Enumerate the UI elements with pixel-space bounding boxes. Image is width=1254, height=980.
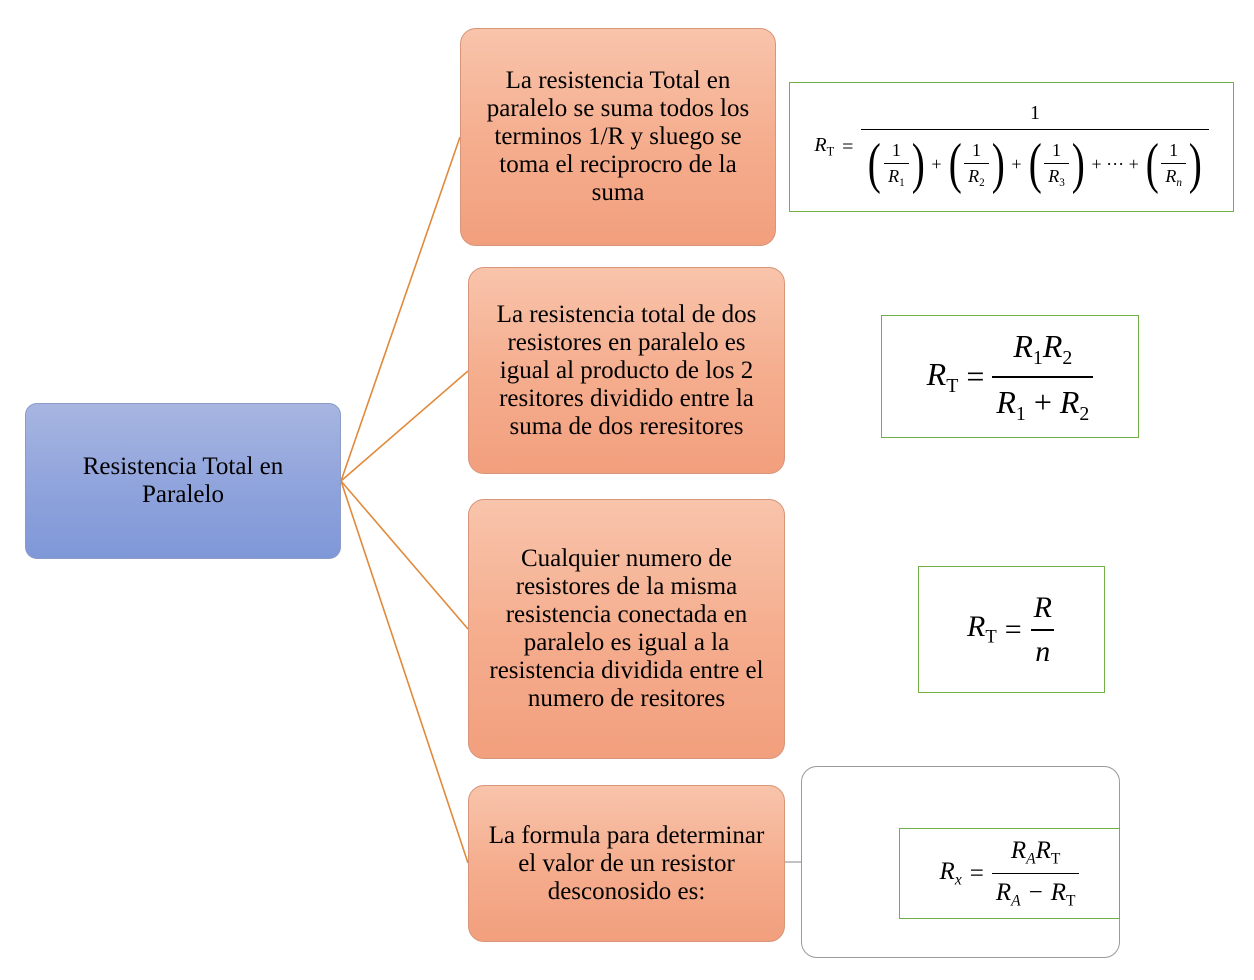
formula-lhs: RT bbox=[926, 355, 959, 397]
branch-text: La resistencia Total en paralelo se suma… bbox=[486, 67, 750, 206]
main-numerator: 1 bbox=[1030, 102, 1041, 124]
branch-node-equal-resistors: Cualquier numero de resistores de la mis… bbox=[468, 499, 785, 759]
branch-text: La formula para determinar el valor de u… bbox=[488, 821, 765, 905]
formula-lhs: RT bbox=[967, 610, 997, 648]
formula-lhs: RT bbox=[814, 134, 835, 159]
connector-root-to-branch-3 bbox=[340, 480, 469, 630]
branch-node-unknown-resistor: La formula para determinar el valor de u… bbox=[468, 785, 785, 942]
unknown-resistor-fraction: RART RA−RT bbox=[991, 837, 1080, 910]
fraction-denominator: n bbox=[1031, 628, 1055, 669]
fraction-numerator: R bbox=[1033, 590, 1052, 624]
formula-expression: Rx = RART RA−RT bbox=[940, 837, 1080, 910]
formula-unknown-resistor: Rx = RART RA−RT bbox=[899, 828, 1120, 919]
branch-text: Cualquier numero de resistores de la mis… bbox=[489, 545, 764, 712]
formula-expression: RT = R n bbox=[967, 591, 1056, 669]
ellipsis-sign: + ··· + bbox=[1091, 153, 1139, 174]
fraction-numerator: R1R2 bbox=[1013, 327, 1073, 369]
root-label: Resistencia Total en Paralelo bbox=[82, 453, 284, 508]
plus-sign: + bbox=[931, 153, 942, 174]
connector-root-to-branch-2 bbox=[340, 370, 469, 482]
plus-sign: + bbox=[1011, 153, 1022, 174]
equals-sign: = bbox=[842, 135, 854, 158]
product-over-sum-fraction: R1R2 R1+R2 bbox=[992, 327, 1094, 426]
connector-root-to-branch-1 bbox=[340, 136, 461, 482]
branch-text: La resistencia total de dos resistores e… bbox=[496, 300, 757, 440]
connector-root-to-branch-4 bbox=[340, 480, 469, 864]
formula-lhs: Rx bbox=[939, 857, 962, 889]
equals-sign: = bbox=[966, 358, 985, 394]
fraction-denominator: RA−RT bbox=[991, 872, 1080, 910]
branch-node-two-resistors: La resistencia total de dos resistores e… bbox=[468, 267, 785, 474]
equals-sign: = bbox=[969, 859, 984, 887]
r-over-n-fraction: R n bbox=[1030, 591, 1056, 669]
formula-equal-resistors: RT = R n bbox=[918, 566, 1105, 693]
equals-sign: = bbox=[1004, 612, 1022, 646]
fraction-denominator: R1+R2 bbox=[992, 375, 1094, 426]
formula-two-resistors: RT = R1R2 R1+R2 bbox=[881, 315, 1139, 438]
fraction-numerator: RART bbox=[1010, 837, 1061, 868]
root-node: Resistencia Total en Paralelo bbox=[25, 403, 341, 559]
formula-expression: RT = R1R2 R1+R2 bbox=[927, 328, 1094, 426]
branch-node-sum-reciprocals: La resistencia Total en paralelo se suma… bbox=[460, 28, 776, 246]
